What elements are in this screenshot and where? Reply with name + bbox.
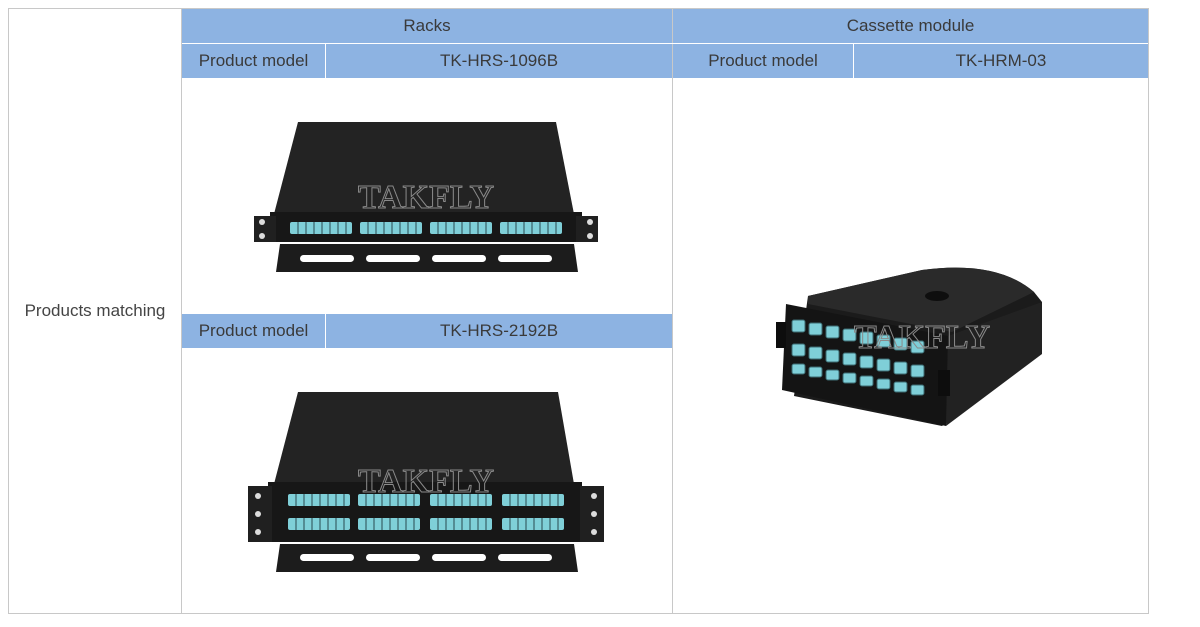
rack-1u-image: TAKFLY <box>240 118 610 278</box>
cassette-model-divider <box>853 44 854 78</box>
rack-1-model-value: TK-HRS-1096B <box>326 44 672 78</box>
rack-2u-image: TAKFLY <box>240 388 610 578</box>
rack-2-model-value: TK-HRS-2192B <box>326 314 672 348</box>
cassette-watermark: TAKFLY <box>854 319 990 356</box>
table-border-bottom <box>8 613 1149 614</box>
table-border-top <box>8 8 1149 9</box>
row-label-products-matching: Products matching <box>24 301 166 320</box>
rack-1-model-divider <box>325 44 326 78</box>
fiber-rack-2u-icon: TAKFLY <box>248 392 604 572</box>
cassette-model-value: TK-HRM-03 <box>854 44 1148 78</box>
table-divider-label <box>181 8 182 614</box>
table-border-left <box>8 8 9 614</box>
cassette-image: TAKFLY <box>772 262 1052 432</box>
rack-1u-watermark: TAKFLY <box>358 179 494 216</box>
table-border-right <box>1148 8 1149 614</box>
rack-2-model-label: Product model <box>182 314 325 348</box>
fiber-rack-1u-icon: TAKFLY <box>254 122 598 272</box>
cassette-model-label: Product model <box>673 44 853 78</box>
header-separator <box>182 43 1148 44</box>
table-divider-middle <box>672 8 673 614</box>
rack-2-model-divider <box>325 314 326 348</box>
racks-header: Racks <box>182 9 672 43</box>
rack-1-model-label: Product model <box>182 44 325 78</box>
rack-2u-watermark: TAKFLY <box>358 463 494 500</box>
mtp-cassette-icon: TAKFLY <box>776 267 1042 426</box>
cassette-header: Cassette module <box>673 9 1148 43</box>
